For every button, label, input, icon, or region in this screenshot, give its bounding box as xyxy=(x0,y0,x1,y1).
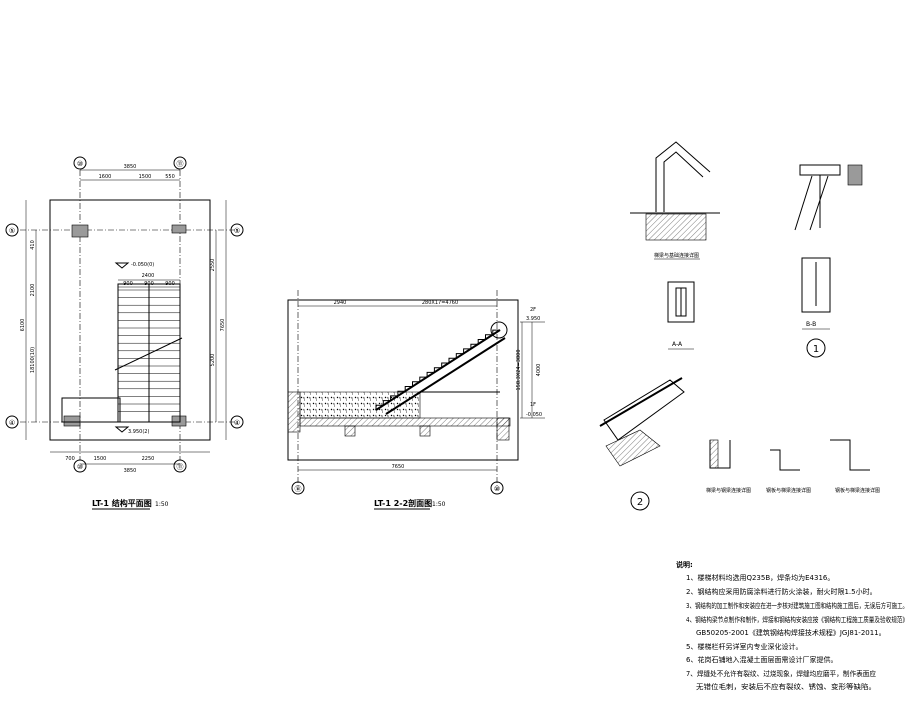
plan-stair-flight xyxy=(114,283,183,423)
section-axis-right: ⑩ xyxy=(494,485,500,493)
detail-circle-1 xyxy=(806,338,826,358)
detail-circle-2 xyxy=(630,491,650,511)
section-dim-right-1: 158.3X24=3800 xyxy=(516,349,522,390)
notes-heading: 说明: xyxy=(676,560,693,569)
section-level-2f: 2F xyxy=(530,307,536,313)
plan-axis-left-bottom: ④ xyxy=(9,419,15,427)
note-item-2: 2、钢结构应采用防腐涂料进行防火涂装，耐火时限1.5小时。 xyxy=(686,587,877,596)
note-item-5: 5、楼梯栏杆另详室内专业深化设计。 xyxy=(686,642,802,651)
plan-axis-left: ⑤ ④ xyxy=(5,223,19,429)
plan-stair-dim-1: 900 xyxy=(123,281,133,287)
plan-dim-right-total: 7650 xyxy=(220,319,226,332)
plan-dim-left-3: 18100(10) xyxy=(30,347,36,373)
plan-axis-bottom-left: ⑩ xyxy=(77,463,83,471)
plan-dim-right-1: 2550 xyxy=(210,259,216,272)
plan-axis-left-top: ⑤ xyxy=(9,227,15,235)
detail-circle-2-label: 2 xyxy=(637,497,643,508)
notes-block: 说明: 1、楼梯材料均选用Q235B，焊条均为E4316。 2、钢结构应采用防腐… xyxy=(676,560,908,691)
plan-stair-dim-2: 900 xyxy=(144,281,154,287)
plan-axis-right-bottom: ④ xyxy=(234,419,240,427)
section-stair-steps xyxy=(375,329,501,410)
plan-axis-right: ⑤ ④ xyxy=(230,223,244,429)
plan-dim-left-total: 6100 xyxy=(20,319,26,332)
section-level-2f-value: 3.950 xyxy=(526,316,540,322)
plan-dim-top-1: 1600 xyxy=(99,174,112,180)
column-bottom-right xyxy=(171,415,187,427)
plan-axis-top: ⑩ ⑪ xyxy=(73,156,187,170)
note-item-6: 6、花岗石铺地入混凝土面层面需设计厂家提供。 xyxy=(686,655,837,664)
plan-dim-top-3: 550 xyxy=(165,174,175,180)
section-title: LT-1 2-2剖面图 xyxy=(374,498,432,508)
small-detail-c: 钢板与梯梁连接详图 xyxy=(830,439,880,494)
beam-connection-detail xyxy=(794,164,863,231)
small-detail-a-caption: 梯梁与钢梁连接详图 xyxy=(706,487,751,494)
aa-label: A-A xyxy=(672,341,683,348)
plan-axis-bottom-right: ⑪ xyxy=(177,463,184,471)
section-step-profile xyxy=(375,329,501,410)
section-axis-left: ⑪ xyxy=(295,485,302,493)
note-item-3: 3、钢结构的加工制作和安装应在进一步核对建筑施工图和结构施工图后，无误后方可施工… xyxy=(686,601,908,610)
anchor-detail: 梯梁与基础连接详图 xyxy=(630,141,720,260)
plan-dim-top-total: 3850 xyxy=(124,164,137,170)
plan-dim-left-2: 2100 xyxy=(30,284,36,297)
plan-stair-dim-3: 900 xyxy=(165,281,175,287)
section-detail-callout xyxy=(490,321,508,339)
plan-dim-bottom-3: 2250 xyxy=(142,456,155,462)
note-item-7b: 无错位毛刺，安装后不应有裂纹、锈蚀、变形等缺陷。 xyxy=(696,682,876,691)
plan-axis-top-right: ⑪ xyxy=(177,160,184,168)
section-scale: 1:50 xyxy=(432,501,446,508)
small-detail-c-caption: 钢板与梯梁连接详图 xyxy=(835,487,880,494)
section-dim-right-2: 4000 xyxy=(536,364,542,377)
structural-plan: ⑩ ⑪ ⑩ ⑪ ⑤ ④ ⑤ ④ xyxy=(5,156,244,510)
note-item-1: 1、楼梯材料均选用Q235B，焊条均为E4316。 xyxy=(686,573,834,582)
small-detail-b: 钢板与梯梁连接详图 xyxy=(766,449,811,494)
plan-level-bottom: 3.950(2) xyxy=(128,429,149,435)
column-top-left xyxy=(71,224,89,238)
plan-axis-right-top: ⑤ xyxy=(234,227,240,235)
note-item-7: 7、焊缝处不允许有裂纹、过烧现象，焊缝均应磨平，制作表面应 xyxy=(686,669,876,678)
section-dim-bottom: 7650 xyxy=(392,464,405,470)
plan-axis-bottom: ⑩ ⑪ xyxy=(73,459,187,473)
plan-dim-top-2: 1500 xyxy=(139,174,152,180)
plan-dim-left-1: 410 xyxy=(30,240,36,250)
column-bottom-left xyxy=(63,415,81,427)
anchor-detail-caption: 梯梁与基础连接详图 xyxy=(654,252,699,259)
section-b-b: B-B xyxy=(801,257,831,330)
bb-label: B-B xyxy=(806,321,816,328)
plan-dim-bottom-2: 1500 xyxy=(94,456,107,462)
section-level-1f-value: -0.050 xyxy=(526,412,542,418)
section-dim-top-1: 2940 xyxy=(334,300,347,306)
plan-stair-dim-total: 2400 xyxy=(142,273,155,279)
plan-axis-top-left: ⑩ xyxy=(77,160,83,168)
details-group: 梯梁与基础连接详图 A-A B-B 1 xyxy=(599,141,880,511)
section-a-a: A-A xyxy=(667,281,695,350)
plan-title: LT-1 结构平面图 xyxy=(92,498,152,508)
note-item-4b: GB50205-2001《建筑钢结构焊接技术规程》JGJ81-2011。 xyxy=(696,628,886,637)
section-dim-top-2: 280X17=4760 xyxy=(422,300,458,306)
section-2-2: 2940 280X17=4760 2F 3.950 1F -0.050 158.… xyxy=(287,290,545,510)
detail-2 xyxy=(599,377,685,467)
small-detail-a: 梯梁与钢梁连接详图 xyxy=(706,439,751,494)
column-top-right xyxy=(171,224,187,234)
detail-circle-1-label: 1 xyxy=(813,344,819,355)
plan-level-top: -0.050(0) xyxy=(131,262,154,268)
section-level-1f: 1F xyxy=(530,402,536,408)
plan-dim-bottom-1: 700 xyxy=(65,456,75,462)
plan-dim-right-2: 5200 xyxy=(210,354,216,367)
note-item-4: 4、钢结构梁节点制作和制作，焊接和钢结构安装应按《钢结构工程施工质量及验收规范》 xyxy=(686,615,908,624)
plan-dim-bottom-total: 3850 xyxy=(124,468,137,474)
plan-scale: 1:50 xyxy=(155,501,169,508)
small-detail-b-caption: 钢板与梯梁连接详图 xyxy=(766,487,811,494)
